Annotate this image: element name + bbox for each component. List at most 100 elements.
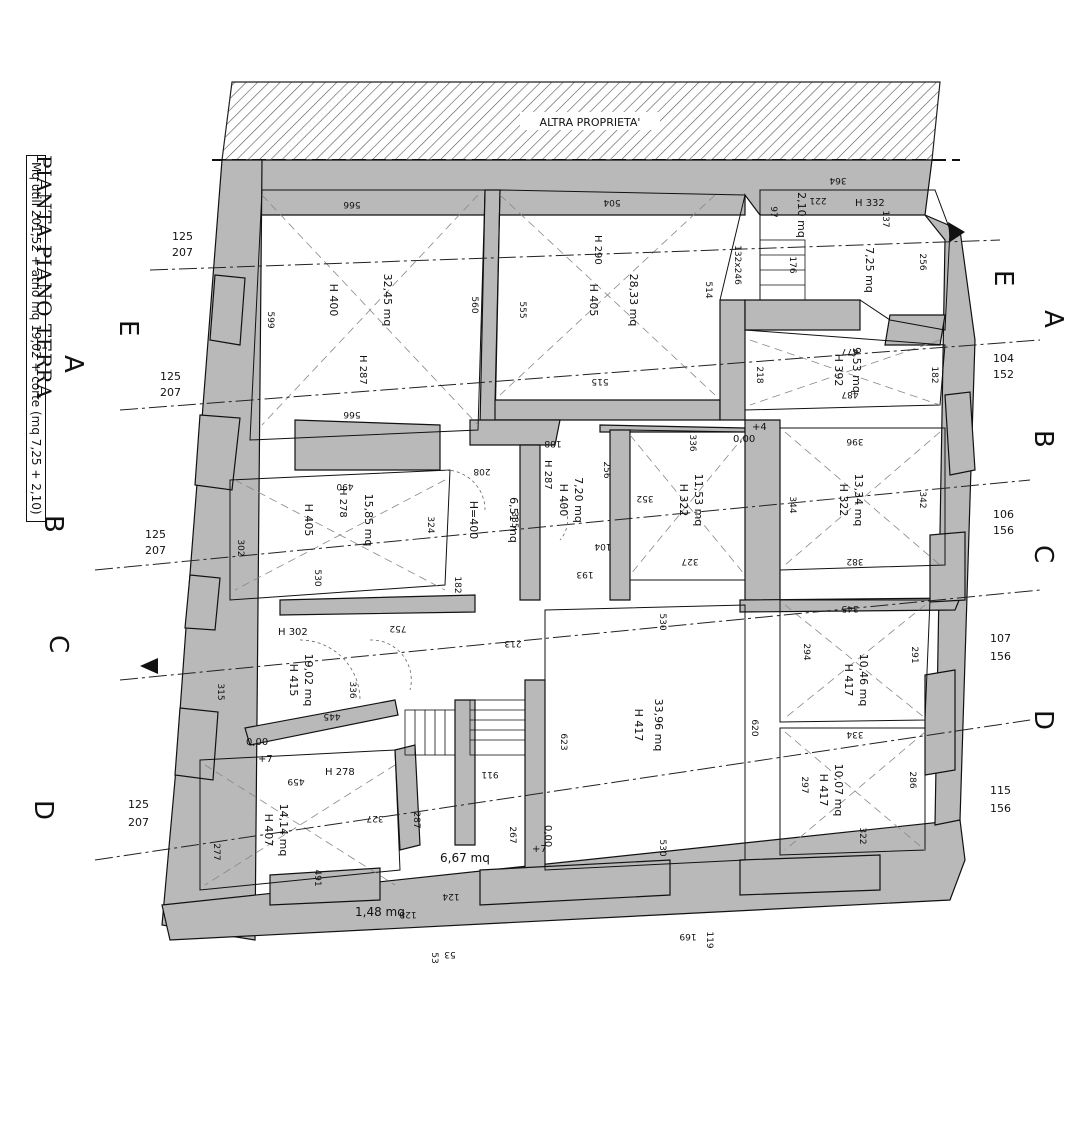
dimension-label: 53 (444, 949, 455, 959)
room-height-label: H 417 (842, 664, 855, 697)
height-label: H 287 (542, 460, 553, 490)
dimension-label: 504 (603, 197, 620, 207)
dimension-label: 297 (799, 776, 809, 793)
window-dimensions: 125 207 125 207 125 207 125 207 104 152 … (128, 230, 1014, 829)
room-area-label: 6,51 mq (507, 497, 520, 543)
room-area-label: 10,46 mq (857, 654, 870, 707)
room-height-label: H 417 (817, 774, 830, 807)
dimension-label: 124 (442, 891, 459, 901)
room-height-label: H 407 (262, 814, 275, 847)
section-label-b-right: B (1028, 430, 1058, 448)
room-area-label: 7,20 mq (572, 477, 585, 523)
section-label-c-right: C (1028, 545, 1058, 563)
room-diagonals (204, 194, 941, 886)
dimension-label: 137 (880, 210, 890, 227)
window-dim-a: 125 (172, 230, 193, 243)
dimension-label: 911 (481, 769, 498, 779)
window-dim-b: 207 (172, 246, 193, 259)
dimension-label: 752 (389, 623, 406, 633)
door-arcs (299, 469, 569, 701)
window-dim-a: 125 (160, 370, 181, 383)
section-label-a-left: A (58, 355, 88, 373)
dimension-label: 176 (787, 256, 797, 273)
dimension-label: 566 (343, 199, 360, 209)
level-mark: +7 (532, 844, 547, 855)
dimension-label: 336 (687, 434, 697, 451)
window-dim-b: 152 (993, 368, 1014, 381)
room-area-label: 19,02 mq (302, 654, 315, 707)
level-marks: 0,00 +4 0,00 +7 0,00 +7 (246, 422, 767, 855)
dimension-label: 182 (452, 576, 462, 593)
window-dim-a: 115 (990, 784, 1011, 797)
section-label-e-right: E (988, 270, 1018, 286)
dimension-label: 169 (679, 931, 696, 941)
dimension-label: 213 (504, 638, 521, 648)
window-dim-a: 125 (128, 798, 149, 811)
room-height-label: H 322 (837, 484, 850, 517)
dimension-label: 132x246 (732, 245, 742, 285)
section-letters: E A B C D E A B C D (28, 270, 1068, 820)
dimension-label: 277 (211, 843, 221, 860)
neighbor-property: ALTRA PROPRIETA' (212, 81, 960, 161)
window-dim-b: 207 (128, 816, 149, 829)
dimension-label: 477 (841, 346, 858, 356)
dimension-label: 530 (657, 839, 667, 856)
room-area-label: 32,45 mq (381, 274, 394, 327)
height-label: H 290 (592, 235, 603, 265)
room-height-label: H 417 (632, 709, 645, 742)
dimension-label: 104 (594, 541, 611, 551)
room-height-label: H 405 (302, 504, 315, 537)
dimension-label: 322 (857, 827, 867, 844)
dimension-label: 286 (907, 771, 917, 788)
room-area-label: 14,14 mq (277, 804, 290, 857)
room-area-label: 15,85 mq (362, 494, 375, 547)
dimension-label: 267 (507, 826, 517, 843)
dimension-label: 396 (846, 436, 863, 446)
section-label-e-left: E (113, 320, 143, 336)
height-label: H 278 (337, 488, 348, 518)
section-label-d-right: D (1028, 710, 1058, 730)
dimension-label: 182 (929, 366, 939, 383)
dimension-label: 53 (429, 952, 439, 963)
height-label: H 278 (325, 767, 355, 778)
dimension-label: 515 (591, 376, 608, 386)
dimension-label: 382 (846, 556, 863, 566)
dimension-label: 620 (749, 719, 759, 736)
dimension-label: 490 (336, 481, 353, 491)
dimension-label: 364 (829, 175, 846, 185)
window-dim-b: 207 (160, 386, 181, 399)
window-dim-a: 125 (145, 528, 166, 541)
dimension-label: 315 (215, 683, 225, 700)
stairs (404, 239, 806, 756)
dimension-label: 128 (399, 909, 416, 919)
height-label: H 302 (278, 627, 308, 638)
dimension-label: 287 (411, 811, 421, 828)
walls (161, 159, 976, 941)
room-area-label: 28,33 mq (627, 274, 640, 327)
room-height-label: H 415 (287, 664, 300, 697)
room-area-label: 33,96 mq (652, 699, 665, 752)
dimension-label: 566 (343, 409, 360, 419)
window-dim-a: 104 (993, 352, 1014, 365)
room-height-label: H 392 (832, 354, 845, 387)
window-dim-b: 207 (145, 544, 166, 557)
dimension-label: 491 (312, 869, 322, 886)
room-area-label: 6,67 mq (440, 851, 490, 865)
room-labels: 32,45 mq H 400 28,33 mq H 405 2,10 mq H … (262, 192, 885, 919)
room-area-label: 2,10 mq (795, 192, 808, 238)
dimension-label: 555 (517, 301, 527, 318)
dimension-label: 560 (469, 296, 479, 313)
extra-height-labels: H 290 H 287 H 287 H 278 H 302 H 278 (278, 235, 603, 778)
entrance-arrow-left (140, 658, 158, 674)
level-mark: +7 (258, 754, 273, 765)
level-mark: +4 (752, 422, 767, 433)
dimension-label: 530 (657, 613, 667, 630)
dimension-label: 345 (841, 603, 858, 613)
section-label-a-right: A (1038, 310, 1068, 328)
section-lines (94, 239, 1041, 861)
dimension-label: 327 (681, 556, 698, 566)
level-mark: 0,00 (733, 434, 755, 445)
section-label-c-left: C (43, 635, 73, 653)
